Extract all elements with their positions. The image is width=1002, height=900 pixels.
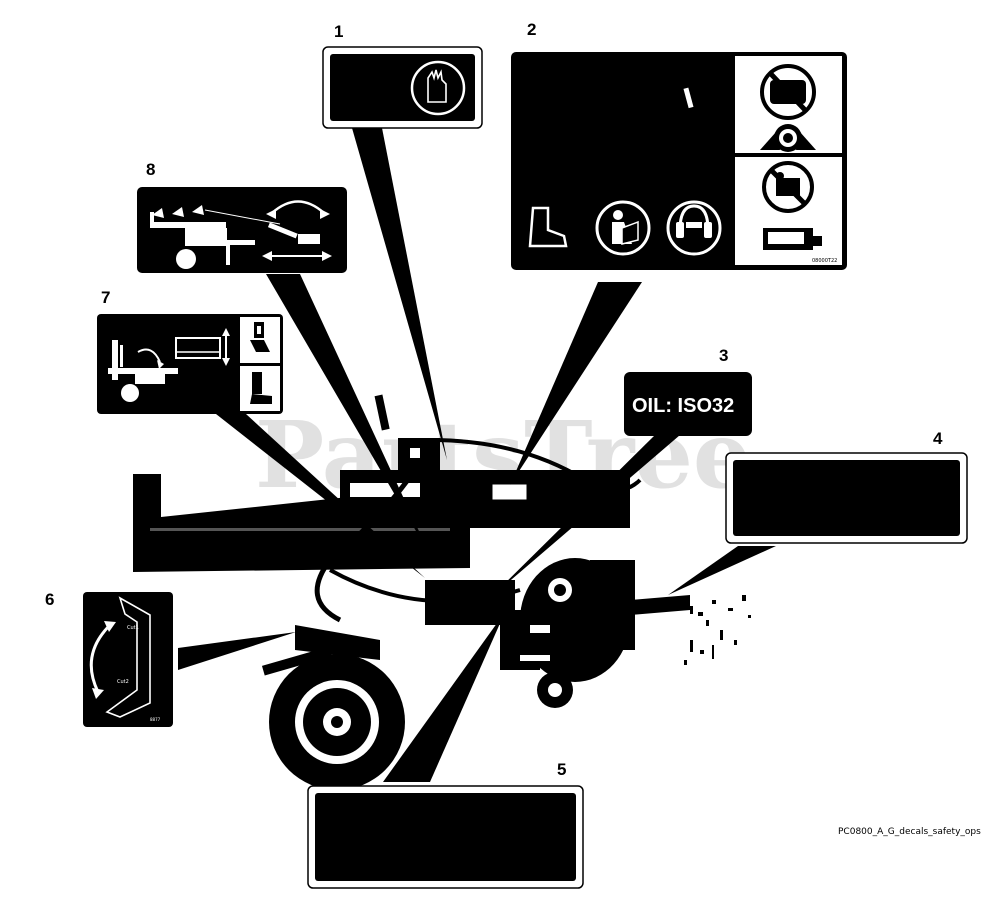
lever-motion-icon [262, 200, 332, 261]
decal-3: OIL: ISO32 [624, 372, 752, 436]
callout-5: 5 [557, 760, 566, 779]
decal-2: 08000T22 [511, 52, 847, 270]
decal-6-code: 8877 [150, 717, 161, 722]
leader-pointers [178, 128, 776, 782]
foot-icon [250, 372, 272, 404]
no-hands-icon [760, 64, 816, 120]
axle-bracket [261, 646, 333, 676]
log-splitting-icon [760, 124, 816, 152]
decal-5 [307, 785, 584, 889]
tow-tongue [630, 595, 690, 615]
decal-8 [137, 187, 347, 273]
callout-1: 1 [334, 22, 343, 41]
decal-7 [97, 314, 283, 414]
hydraulic-hose-left [314, 468, 418, 623]
engine [520, 558, 635, 708]
splitter-operating-icon [108, 340, 178, 402]
callout-2: 2 [527, 20, 536, 39]
beam-highlight [150, 528, 450, 531]
leader-3 [490, 435, 680, 598]
leader-7 [216, 414, 425, 578]
splitter-side-icon [763, 228, 822, 250]
decal-6: Cut1 Cut2 8877 [83, 592, 173, 727]
callout-6: 6 [45, 590, 54, 609]
lever-bracket-icon [105, 596, 151, 718]
cylinder-highlight [350, 483, 420, 497]
decal-1 [322, 46, 483, 129]
glove-shape [427, 69, 447, 103]
hitch-speckle [680, 595, 751, 665]
leader-8 [266, 274, 430, 555]
rotate-arrow-icon [89, 623, 112, 693]
wheel [269, 654, 405, 790]
decal-2-mark [683, 87, 694, 109]
decal-2-code: 08000T22 [812, 258, 837, 264]
leader-5 [383, 612, 505, 782]
splitter-layout-icon [150, 205, 281, 269]
cylinder-decal-spot [491, 483, 528, 501]
oil-spec-text: OIL: ISO32 [632, 395, 734, 417]
valve-handle [374, 394, 390, 431]
decal-6-label-bottom: Cut2 [117, 679, 129, 685]
leader-1 [352, 128, 447, 460]
decal-6-label-top: Cut1 [127, 625, 139, 631]
callout-4: 4 [933, 429, 943, 448]
no-riding-icon [762, 161, 814, 213]
leader-6 [178, 632, 296, 670]
callout-8: 8 [146, 160, 155, 179]
callout-7: 7 [101, 288, 110, 307]
read-manual-icon [595, 200, 651, 256]
reference-code: PC0800_A_G_decals_safety_ops [838, 827, 981, 837]
tray-position-icon [175, 328, 230, 366]
callout-3: 3 [719, 346, 728, 365]
valve-detail [410, 448, 420, 458]
boot-icon [528, 206, 568, 248]
leader-2 [510, 282, 642, 485]
hand-lever-icon [250, 322, 270, 352]
hydraulic-hose-top [429, 438, 642, 492]
leader-4 [668, 546, 776, 595]
decal-4 [725, 452, 968, 544]
ear-eye-protection-icon [666, 200, 722, 256]
log-splitter-illustration [133, 394, 751, 790]
